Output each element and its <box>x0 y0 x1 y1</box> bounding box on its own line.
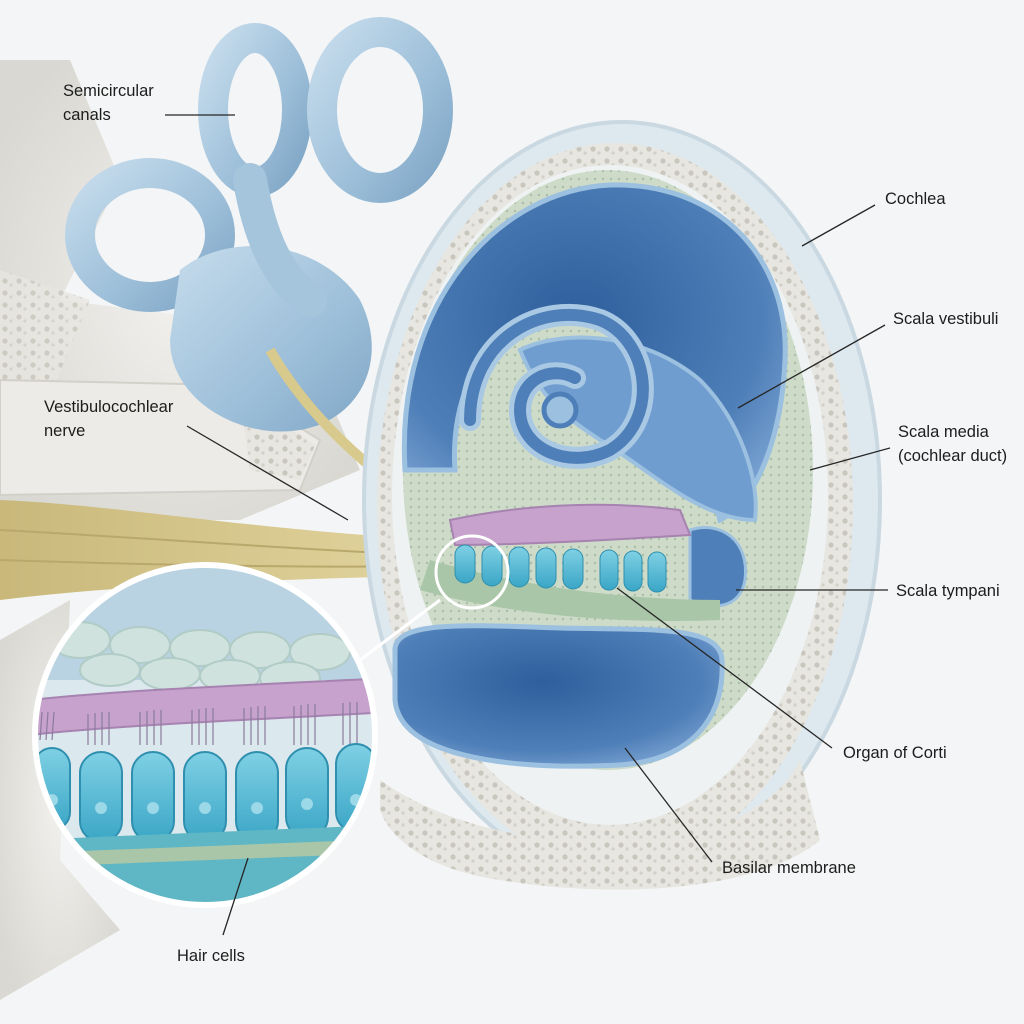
canal-stem <box>233 163 327 317</box>
magnifier-source-ring <box>434 534 510 610</box>
magnifier-ring <box>32 562 378 908</box>
label-scala-media: Scala media (cochlear duct) <box>898 423 1008 465</box>
nerve-bundle <box>0 500 450 600</box>
label-leader-lines <box>165 114 891 936</box>
modiolus-apex <box>541 391 579 429</box>
inset-stereocilia <box>39 702 358 745</box>
magnifier-connector <box>359 598 441 662</box>
spiral-turn-core <box>464 309 649 464</box>
label-hair-cells: Hair cells <box>177 947 245 965</box>
inset-nuclei <box>46 794 362 814</box>
organ-of-corti-cells <box>454 544 667 593</box>
label-cochlea: Cochlea <box>885 190 946 208</box>
tectorial-membrane <box>448 503 692 547</box>
label-scala-tympani: Scala tympani <box>896 582 1000 600</box>
label-scala-vestibuli: Scala vestibuli <box>893 310 999 328</box>
label-vestibulocochlear-nerve: Vestibulocochlear nerve <box>44 398 174 440</box>
inset-hair-cells <box>35 743 375 843</box>
cochlea-base-bone <box>380 760 820 890</box>
scala-tympani-chamber <box>392 623 725 769</box>
label-basilar-membrane: Basilar membrane <box>722 859 856 877</box>
basilar-membrane-strip <box>420 560 720 621</box>
label-semicircular-canals: Semicircular canals <box>63 82 154 124</box>
label-organ-of-corti: Organ of Corti <box>843 744 947 762</box>
